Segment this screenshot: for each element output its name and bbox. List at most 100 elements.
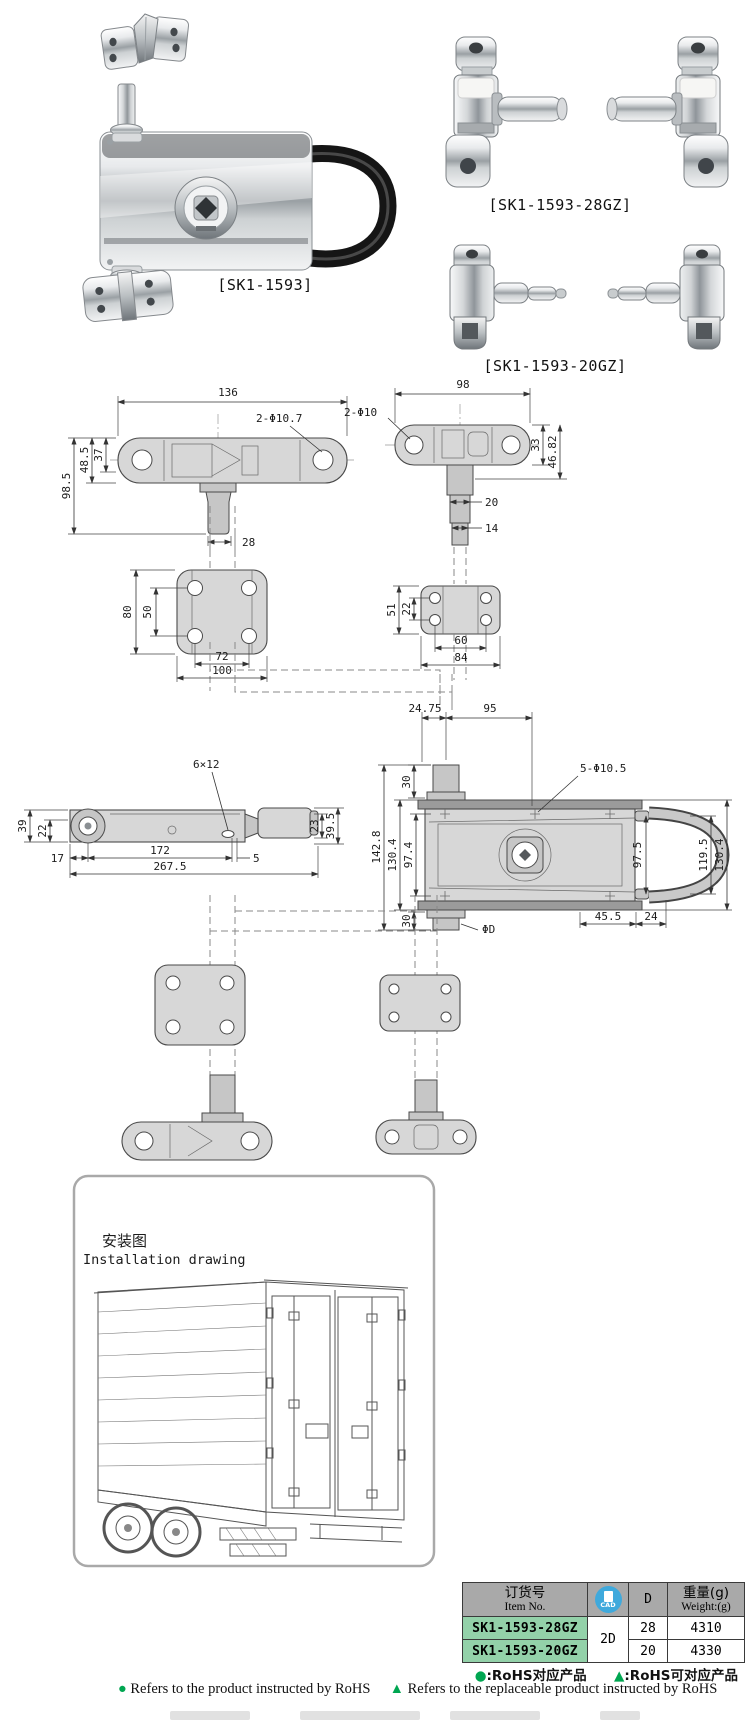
dim-keeper-stem-tip: 14 [485,522,499,535]
keeper-bracket-shape [100,13,190,70]
label-sk1-1593-20gz: [SK1-1593-20GZ] [483,357,627,375]
dim-keeper-hinner: 33 [529,438,542,451]
dim-side-segc: 5 [253,852,260,865]
footnote-cn: ●:RoHS对应产品 ▲:RoHS可对应产品 [430,1664,738,1684]
assembly-latch-bottom-shape [121,1074,273,1161]
dim-plate-s-hholes: 22 [400,602,413,615]
dim-keeper-stem-mid: 20 [485,496,498,509]
lock-keyhole-shape [174,176,238,240]
dim-keeper-width: 98 [456,378,469,391]
label-sk1-1593-28gz: [SK1-1593-28GZ] [488,196,632,214]
dim-side-hinner: 22 [36,824,49,837]
assembly-projection [121,895,477,1161]
dim-latch-holes: 2-Φ10.7 [256,412,302,425]
rohs-cn-tri-text: :RoHS可对应产品 [624,1668,738,1684]
spec-row-28gz: SK1-1593-28GZ 2D 28 4310 [462,1616,745,1663]
drawing-keeper-top-view: 98 2-Φ10 33 46.82 20 14 [344,378,567,584]
rohs-en-tri-text: Refers to the replaceable product instru… [407,1681,718,1697]
footnote-en: ● Refers to the product instructed by Ro… [118,1681,740,1698]
keeper-top-shape [394,424,531,546]
installation-title-en: Installation drawing [83,1252,246,1268]
cad-icon-label: CAD [600,1600,616,1609]
dim-plate-s-houter: 51 [385,603,398,616]
dim-plate-l-wholes: 72 [215,650,228,663]
installation-border [72,1174,436,1568]
weight-20gz: 4330 [667,1639,745,1663]
dim-main-holedia: ΦD [482,923,495,934]
col-weight: 重量(g) Weight:(g) [667,1582,745,1617]
cutoff-shape [300,1711,420,1720]
photo-keeper-bracket-top [100,13,190,70]
col-item-en: Item No. [504,1600,546,1613]
assembly-keeper-bottom-shape [375,1079,477,1155]
hinge-28gz-shape [445,36,568,188]
dim-side-sega: 17 [51,852,64,865]
dim-main-topb: 95 [483,702,496,715]
dim-latch-hinner: 37 [92,448,105,461]
main-view-shape [417,764,730,931]
drawing-plate-small: 51 22 60 84 [385,585,501,680]
dim-main-leftc: 97.4 [402,841,415,868]
drawing-main-view: 24.75 95 5-Φ10.5 30 97.4 130.4 142.8 97.… [370,674,732,934]
photo-sk1-1593-28gz [445,36,729,188]
d-value-28: 28 [628,1616,668,1640]
dim-latch-hmid: 48.5 [78,447,91,474]
lock-pin-top-shape [110,83,143,143]
label-sk1-1593: [SK1-1593] [217,276,313,294]
dim-main-rightb: 130.4 [713,838,726,871]
col-weight-en: Weight:(g) [681,1600,731,1613]
drawing-latch-top-view: 136 2-Φ10.7 98.5 48.5 37 28 [60,386,355,552]
cad-icon: CAD [594,1586,622,1613]
cutoff-shape [600,1711,640,1720]
dim-main-stemtop: 30 [400,775,413,788]
assembly-plate-small-shape [379,974,461,1032]
dim-main-bottoma: 45.5 [595,910,622,923]
dim-main-stembottom: 30 [400,914,413,927]
dim-main-lefta: 142.8 [370,830,383,863]
dim-plate-l-hholes: 50 [141,605,154,618]
col-item-no: 订货号 Item No. [462,1582,588,1617]
dim-latch-stem: 28 [242,536,255,549]
dim-keeper-htotal: 46.82 [546,435,559,468]
spec-table: 订货号 Item No. CAD D 重量(g) Weight:(g) SK1-… [462,1582,745,1663]
spec-table-header-row: 订货号 Item No. CAD D 重量(g) Weight:(g) [462,1582,745,1617]
dim-keeper-holes: 2-Φ10 [344,406,377,419]
col-weight-cn: 重量(g) [682,1584,730,1601]
dim-side-segb: 172 [150,844,170,857]
keeper-bracket2-shape [82,270,174,322]
dim-main-bottomb: 24 [644,910,658,923]
cutoff-shape [450,1711,540,1720]
dim-main-righta: 119.5 [697,838,710,871]
installation-title-cn: 安装图 [102,1232,147,1250]
photo-lock-sk1-1593 [99,83,397,292]
spec-row-20gz: SK1-1593-20GZ 20 4330 [462,1639,745,1663]
dim-latch-htotal: 98.5 [60,473,73,500]
dim-main-leftb: 130.4 [386,838,399,871]
rohs-cn-dot-text: :RoHS对应产品 [486,1668,587,1684]
rohs-tri-bullet-en: ▲ [389,1681,405,1697]
rohs-en-dot-text: Refers to the product instructed by RoHS [130,1681,371,1697]
dim-plate-s-wholes: 60 [454,634,467,647]
drawing-side-view: 6×12 39 22 23 39.5 17 172 5 267.5 [16,758,344,878]
cad-2d-cell: 2D [587,1616,629,1663]
dim-plate-l-houter: 80 [121,605,134,618]
installation-drawing: 安装图 Installation drawing [72,1174,436,1568]
col-item-cn: 订货号 [504,1584,546,1601]
hinge-20gz-shape [449,244,567,350]
weight-28gz: 4310 [667,1616,745,1640]
rohs-tri-bullet: ▲ [614,1668,625,1684]
rohs-dot-bullet-en: ● [118,1681,127,1697]
dim-side-houter: 39 [16,819,29,832]
d-value-20: 20 [628,1639,668,1663]
plate-large-shape [176,569,268,655]
item-no-28gz: SK1-1593-28GZ [462,1616,588,1640]
lock-handle-shape [301,145,397,268]
col-d: D [628,1582,668,1617]
col-cad: CAD [587,1582,629,1617]
dim-main-topa: 24.75 [408,702,441,715]
dim-side-right-outer: 39.5 [324,813,337,840]
dim-side-overall: 267.5 [153,860,186,873]
dim-side-right-inner: 23 [308,819,321,832]
cad-doc-glyph [603,1590,613,1602]
